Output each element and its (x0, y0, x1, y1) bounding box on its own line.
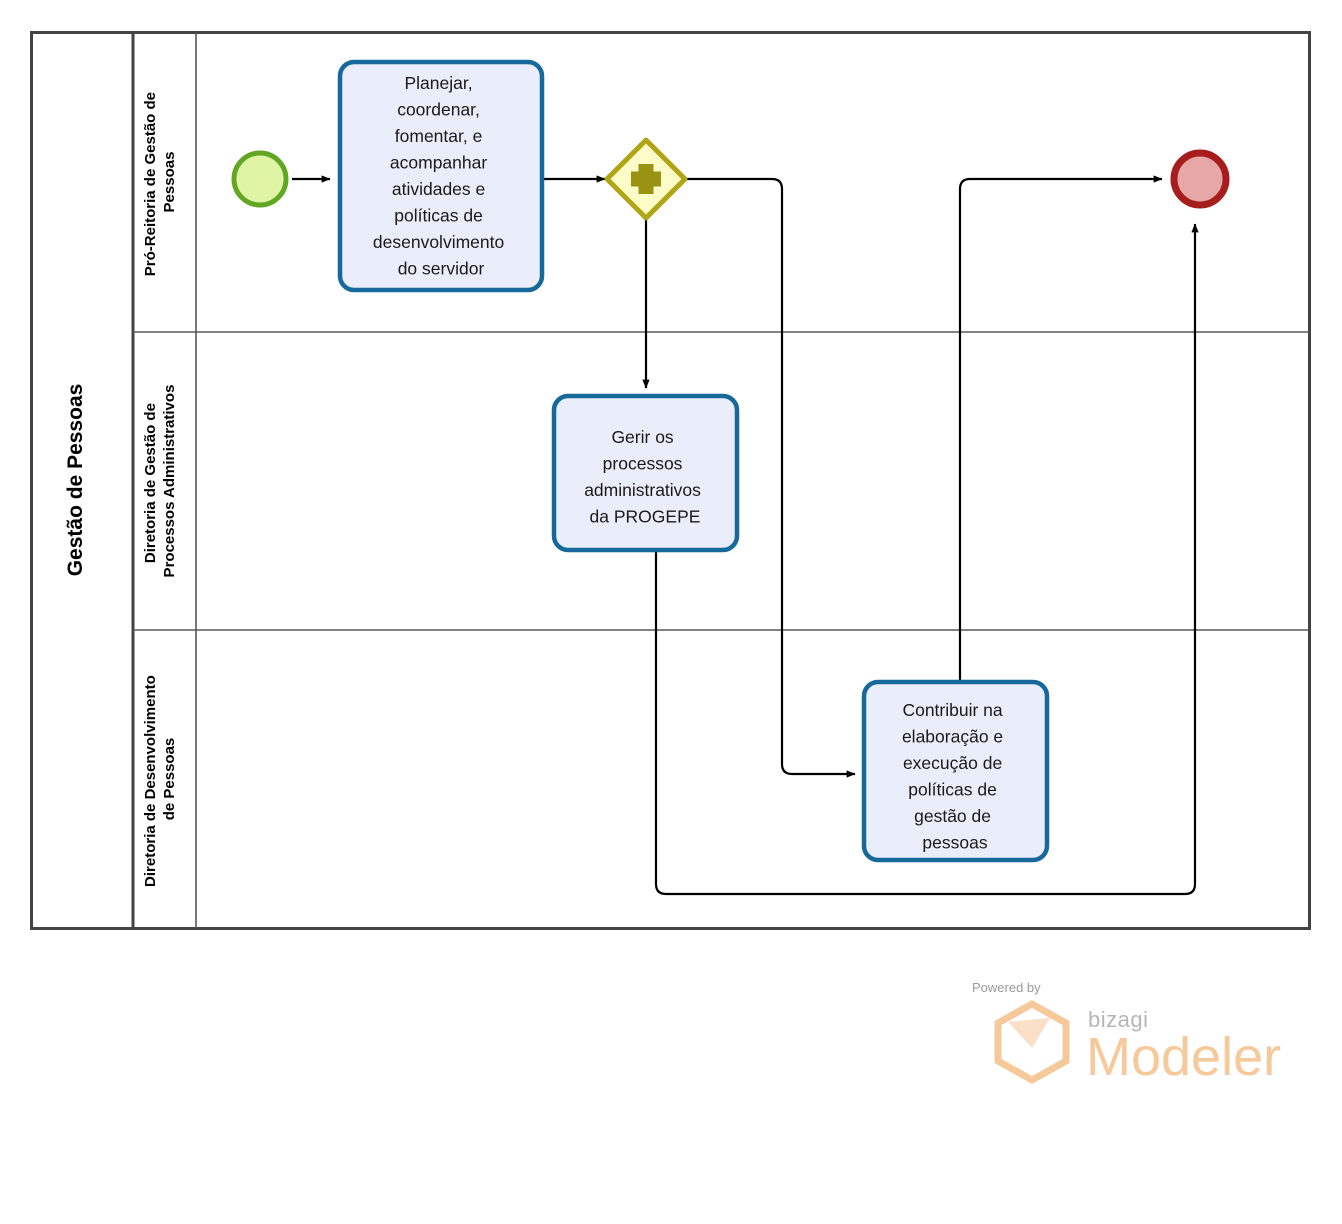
task1-label: Planejar, coordenar, fomentar, e acompan… (373, 73, 509, 279)
plus-icon (631, 164, 661, 194)
task1-line-8: do servidor (398, 259, 485, 279)
task2-line-1: Gerir os (611, 427, 673, 447)
task2-line-4: da PROGEPE (590, 507, 701, 527)
task2-box (551, 393, 740, 553)
lane3-line2: de Pessoas (161, 738, 178, 821)
task2-line-2: processos (603, 454, 683, 474)
pool-frame (30, 31, 1311, 930)
task3-box (861, 679, 1050, 863)
task1-line-6: políticas de (394, 206, 483, 226)
powered-by-label: Powered by (972, 980, 1041, 995)
task-gerir-processos[interactable]: Gerir os processos administrativos da PR… (551, 393, 740, 553)
lane3-line1: Diretoria de Desenvolvimento (142, 675, 159, 887)
task2-line-3: administrativos (584, 480, 701, 500)
lane2-line1: Diretoria de Gestão de (142, 403, 159, 563)
task2-label: Gerir os processos administrativos da PR… (584, 427, 706, 527)
bizagi-watermark: Powered by bizagi Modeler (972, 980, 1281, 1087)
lane-label-1: Pró-Reitoria de Gestão de Pessoas (142, 88, 178, 276)
lane-label-3: Diretoria de Desenvolvimento de Pessoas (142, 671, 178, 887)
task1-line-1: Planejar, (405, 73, 473, 93)
lane1-line1: Pró-Reitoria de Gestão de (142, 92, 159, 276)
flow-task2-to-end[interactable] (654, 223, 1199, 896)
modeler-wordmark: Modeler (1086, 1027, 1281, 1087)
pool-title: Gestão de Pessoas (64, 384, 87, 577)
flow-task3-to-end[interactable] (958, 175, 1163, 681)
task1-box (337, 59, 545, 293)
lane2-line2: Processos Administrativos (161, 385, 178, 578)
flow-gateway-to-task3[interactable] (687, 177, 856, 778)
task-contribuir-politicas[interactable]: Contribuir na elaboração e execução de p… (861, 679, 1050, 863)
task3-line-2: elaboração e (902, 727, 1003, 747)
parallel-gateway[interactable] (604, 137, 688, 221)
task-planejar-coordenar[interactable]: Planejar, coordenar, fomentar, e acompan… (337, 59, 545, 293)
task3-line-6: pessoas (922, 833, 987, 853)
task1-line-5: atividades e (392, 179, 485, 199)
task3-line-1: Contribuir na (902, 700, 1002, 720)
start-event[interactable] (231, 150, 289, 208)
task3-line-4: políticas de (908, 780, 997, 800)
lane-label-2: Diretoria de Gestão de Processos Adminis… (142, 385, 178, 578)
svg-text:Diretoria de Desenvolvimento: Diretoria de Desenvolvimento de Pessoas (142, 671, 178, 887)
task1-line-3: fomentar, e (395, 126, 483, 146)
task1-line-2: coordenar, (397, 100, 480, 120)
end-event[interactable] (1170, 149, 1230, 209)
bizagi-wordmark: bizagi (1088, 1007, 1148, 1032)
task1-line-7: desenvolvimento (373, 232, 504, 252)
task3-label: Contribuir na elaboração e execução de p… (902, 700, 1008, 853)
svg-text:Pró-Reitoria de Gestão de: Pró-Reitoria de Gestão de Pessoas (142, 88, 178, 276)
task3-line-5: gestão de (914, 806, 991, 826)
task1-line-4: acompanhar (390, 153, 487, 173)
bizagi-logo-icon (994, 999, 1070, 1085)
svg-text:Diretoria de Gestão de: Diretoria de Gestão de Processos Adminis… (142, 385, 178, 578)
task3-line-3: execução de (903, 753, 1002, 773)
lane1-line2: Pessoas (161, 152, 178, 213)
